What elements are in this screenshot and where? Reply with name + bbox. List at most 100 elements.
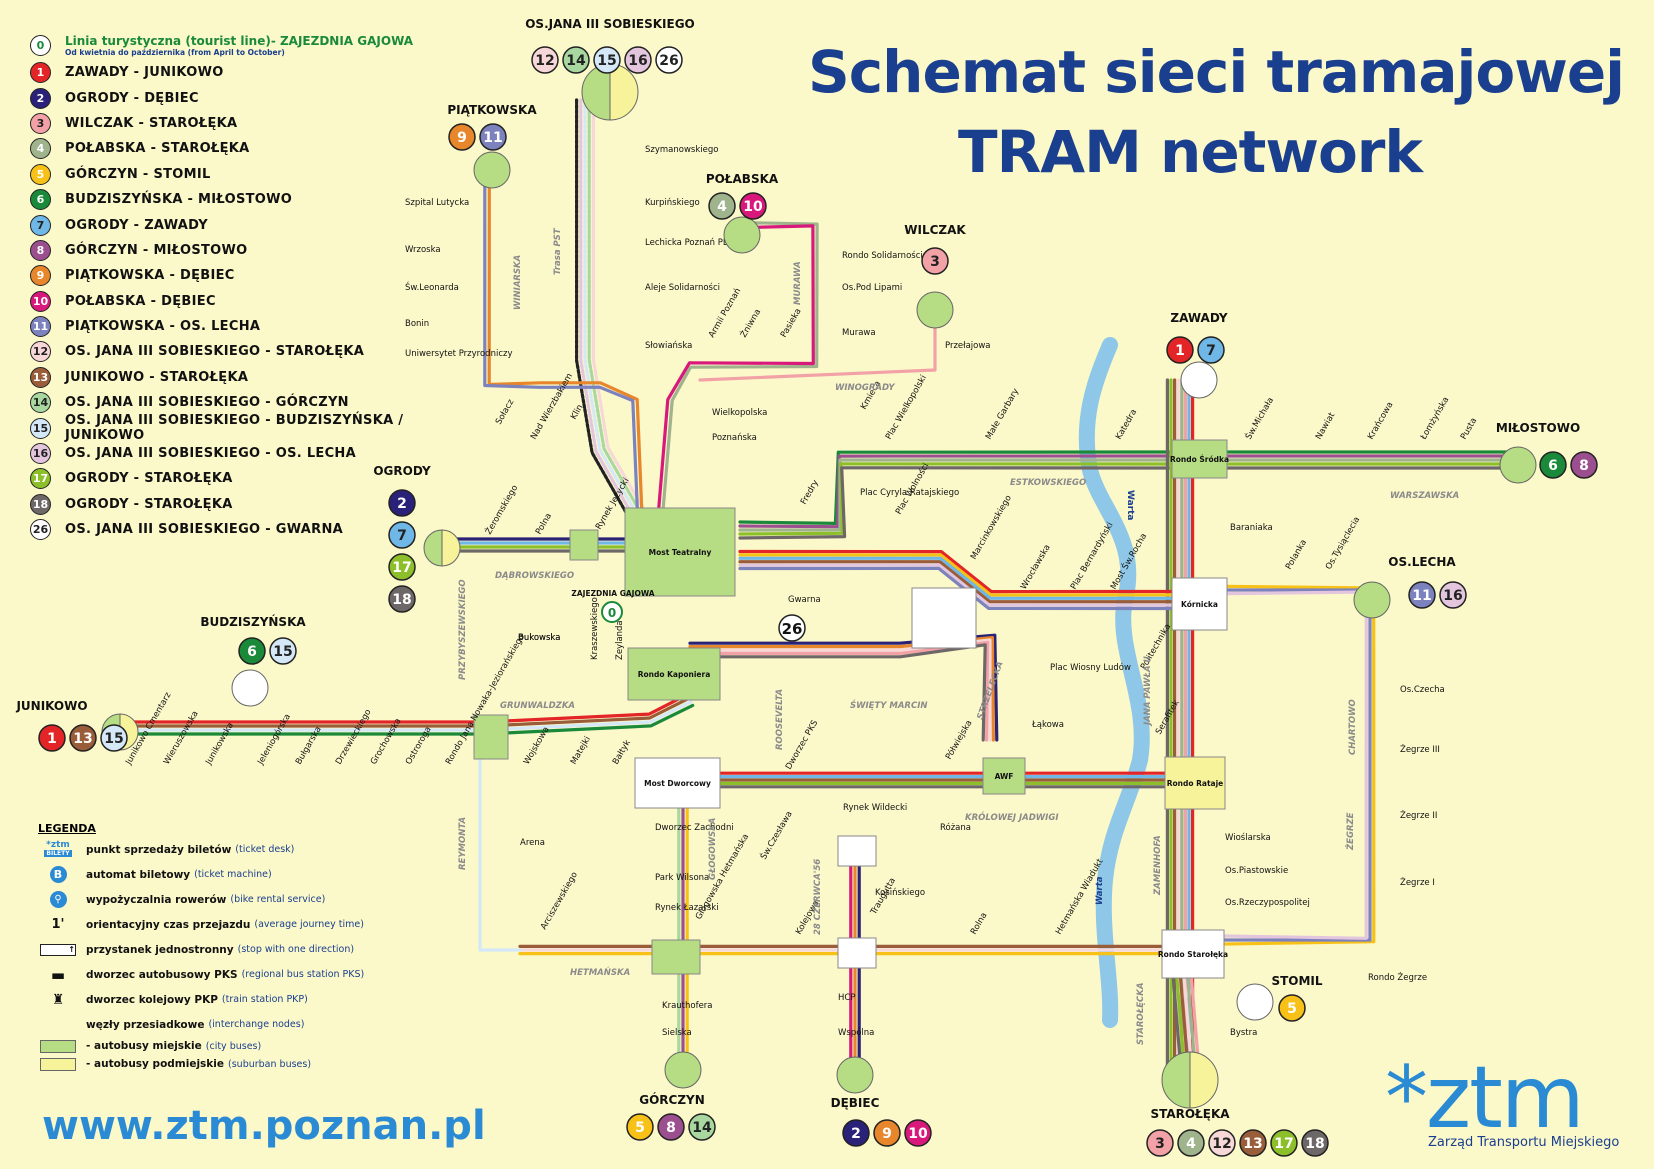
stop[interactable]: Junikowska — [203, 721, 236, 767]
stop[interactable]: Żegrze II — [1400, 810, 1437, 821]
stop[interactable]: Marcinkowskiego — [969, 494, 1014, 562]
line-badge-26[interactable]: 26 — [655, 46, 683, 74]
stop[interactable]: Rynek Wildecki — [843, 803, 907, 813]
stop[interactable]: Wieruszowska — [162, 709, 201, 766]
line-badge-5[interactable]: 5 — [626, 1113, 654, 1141]
stop[interactable]: Półwiejska — [943, 718, 974, 761]
node-rondo-kaponiera[interactable]: Rondo Kaponiera — [627, 647, 721, 701]
line-badge-7[interactable]: 7 — [1197, 336, 1225, 364]
website-link[interactable]: www.ztm.poznan.pl — [42, 1103, 486, 1149]
stop[interactable]: Św.Michała — [1242, 395, 1276, 442]
node-rynek-jezycki-box[interactable] — [569, 529, 599, 561]
stop[interactable]: Rondo Solidarności — [842, 250, 923, 261]
line-badge-2[interactable]: 2 — [388, 489, 416, 517]
line-badge-10[interactable]: 10 — [739, 192, 767, 220]
stop[interactable]: Dworzec PKS — [784, 719, 820, 772]
stop[interactable]: Zeylanda — [615, 620, 625, 660]
stop[interactable]: Sołacz — [494, 397, 517, 426]
stop[interactable]: Św.Leonarda — [405, 281, 459, 293]
stop[interactable]: Katedra — [1114, 408, 1139, 442]
stop[interactable]: Drzewieckiego — [334, 708, 374, 767]
line-badge-9[interactable]: 9 — [873, 1119, 901, 1147]
line-badge-17[interactable]: 17 — [1270, 1129, 1298, 1157]
stop[interactable]: Małe Garbary — [984, 387, 1021, 442]
line-badge-9[interactable]: 9 — [448, 123, 476, 151]
stop[interactable]: Wspólna — [838, 1027, 874, 1038]
node-awf[interactable]: AWF — [982, 757, 1026, 795]
line-badge-11[interactable]: 11 — [479, 123, 507, 151]
stop[interactable]: Pasieka — [779, 307, 804, 340]
line-badge-18[interactable]: 18 — [1301, 1129, 1329, 1157]
line-badge-15[interactable]: 15 — [593, 46, 621, 74]
stop[interactable]: Uniwersytet Przyrodniczy — [405, 349, 512, 359]
node-most-dworcowy[interactable]: Most Dworcowy — [634, 757, 721, 809]
stop[interactable]: Os.Rzeczypospolitej — [1225, 898, 1310, 908]
node-rondo-srodka[interactable]: Rondo Śródka — [1170, 439, 1229, 479]
stop[interactable]: Arena — [520, 838, 545, 848]
node-most-teatralny[interactable]: Most Teatralny — [624, 507, 736, 597]
node-zajezdnia[interactable]: ZAJEZDNIA GAJOWA — [571, 589, 654, 598]
line-badge-17[interactable]: 17 — [388, 553, 416, 581]
line-badge-15[interactable]: 15 — [269, 637, 297, 665]
line-badge-2[interactable]: 2 — [842, 1119, 870, 1147]
node-kornicka[interactable]: Kórnicka — [1171, 577, 1228, 631]
stop[interactable]: Wrzoska — [405, 245, 441, 255]
stop[interactable]: Bukowska — [518, 633, 560, 643]
stop[interactable]: Rynek Łazarski — [655, 903, 719, 913]
node-rynek-wildecki-box[interactable] — [837, 835, 877, 867]
stop[interactable]: Łomżyńska — [1418, 395, 1451, 442]
line-badge-14[interactable]: 14 — [688, 1113, 716, 1141]
stop[interactable]: Park Wilsona — [655, 873, 709, 883]
stop[interactable]: Św.Czesława — [757, 809, 794, 862]
stop[interactable]: Arciszewskiego — [539, 870, 580, 931]
node-rondo-rataje[interactable]: Rondo Rataje — [1164, 756, 1226, 810]
stop[interactable]: Os.Piastowskie — [1225, 866, 1288, 876]
stop[interactable]: Szpital Lutycka — [405, 198, 469, 208]
stop[interactable]: Żeromskiego — [483, 483, 520, 536]
node-rondo-jeziorańskiego-box[interactable] — [473, 714, 509, 760]
line-badge-7[interactable]: 7 — [388, 521, 416, 549]
stop[interactable]: Żegrze I — [1400, 877, 1435, 888]
line-badge-14[interactable]: 14 — [562, 46, 590, 74]
line-badge-13[interactable]: 13 — [1239, 1129, 1267, 1157]
line-badge-12[interactable]: 12 — [531, 46, 559, 74]
stop[interactable]: Aleje Solidarności — [645, 282, 720, 293]
line-badge-4[interactable]: 4 — [708, 192, 736, 220]
stop[interactable]: Nawiat — [1314, 410, 1338, 441]
line-badge-3[interactable]: 3 — [1146, 1129, 1174, 1157]
stop[interactable]: Polanka — [1284, 538, 1309, 572]
stop[interactable]: Kosińskiego — [875, 888, 925, 898]
stop[interactable]: Polna — [534, 512, 554, 537]
line-badge-15[interactable]: 15 — [100, 724, 128, 752]
stop[interactable]: Jeleniogórska — [255, 712, 293, 768]
stop[interactable]: Bonin — [405, 319, 429, 329]
stop[interactable]: Lechicka Poznań PLAZA — [645, 238, 745, 248]
line-badge-16[interactable]: 16 — [1439, 581, 1467, 609]
stop[interactable]: Rolna — [969, 911, 990, 937]
stop[interactable]: Szymanowskiego — [645, 145, 718, 155]
stop[interactable]: Armii Poznań — [707, 287, 743, 340]
stop[interactable]: Plac Cyryla Ratajskiego — [860, 488, 959, 498]
